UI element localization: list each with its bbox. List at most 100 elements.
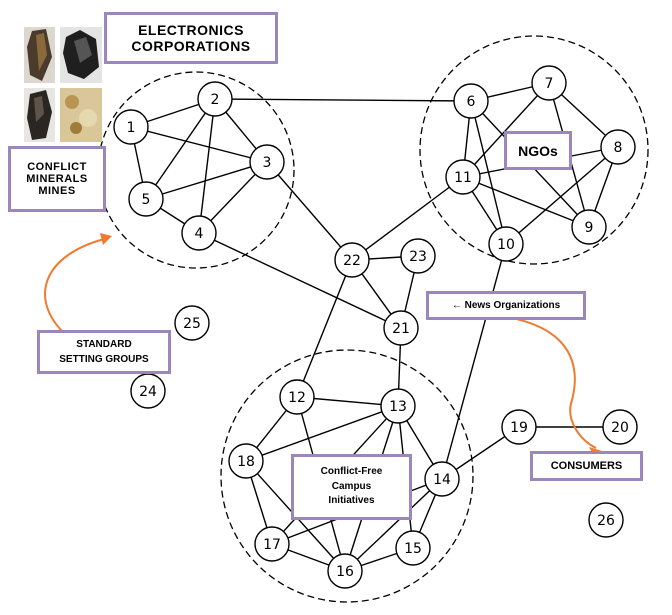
node-label-9: 9 xyxy=(585,220,594,236)
node-circle-12 xyxy=(279,379,315,415)
mineral-photo-2 xyxy=(60,27,102,83)
node-label-8: 8 xyxy=(614,140,623,156)
cluster-campus xyxy=(220,349,474,603)
arrow-head-mines xyxy=(100,233,112,245)
edge-2-4 xyxy=(198,98,216,234)
node-11: 11 xyxy=(445,159,481,195)
node-17: 17 xyxy=(254,526,290,562)
node-3: 3 xyxy=(249,144,285,180)
node-6: 6 xyxy=(453,83,489,119)
node-circle-19 xyxy=(501,409,537,445)
node-15: 15 xyxy=(395,530,431,566)
node-circle-22 xyxy=(334,242,370,278)
edge-2-5 xyxy=(145,98,216,200)
cluster-ngos xyxy=(419,35,649,265)
edge-2-6 xyxy=(214,98,472,102)
node-label-20: 20 xyxy=(611,420,629,436)
node-25: 25 xyxy=(174,305,210,341)
node-19: 19 xyxy=(501,409,537,445)
node-9: 9 xyxy=(571,209,607,245)
node-label-16: 16 xyxy=(336,564,354,580)
node-label-11: 11 xyxy=(454,170,472,186)
node-12: 12 xyxy=(279,379,315,415)
label-news-organizations: ← News Organizations xyxy=(426,291,586,320)
node-circle-18 xyxy=(228,443,264,479)
node-label-4: 4 xyxy=(195,226,204,242)
cluster-electronics xyxy=(97,71,295,269)
node-label-14: 14 xyxy=(433,472,451,488)
node-23: 23 xyxy=(400,238,436,274)
node-circle-24 xyxy=(130,373,166,409)
node-circle-10 xyxy=(488,226,524,262)
node-label-12: 12 xyxy=(288,390,306,406)
node-circle-15 xyxy=(395,530,431,566)
label-electronics-corporations: ELECTRONICS CORPORATIONS xyxy=(104,12,278,64)
node-circle-21 xyxy=(383,310,419,346)
node-label-18: 18 xyxy=(237,454,255,470)
node-label-10: 10 xyxy=(497,237,515,253)
node-circle-20 xyxy=(602,409,638,445)
node-label-21: 21 xyxy=(392,321,410,337)
node-label-5: 5 xyxy=(142,192,151,208)
node-label-23: 23 xyxy=(409,249,427,265)
node-7: 7 xyxy=(531,65,567,101)
node-14: 14 xyxy=(424,461,460,497)
node-circle-14 xyxy=(424,461,460,497)
edge-11-22 xyxy=(351,176,464,261)
arrow-standard-to-mines xyxy=(44,237,109,334)
mineral-photo-4 xyxy=(60,88,102,142)
label-consumers: CONSUMERS xyxy=(530,451,643,481)
edge-3-5 xyxy=(145,161,268,200)
node-5: 5 xyxy=(128,181,164,217)
node-20: 20 xyxy=(602,409,638,445)
edge-3-22 xyxy=(266,161,353,261)
label-standard-setting-groups: STANDARD SETTING GROUPS xyxy=(37,330,171,374)
edge-22-12 xyxy=(296,259,353,398)
edge-8-10 xyxy=(505,146,619,245)
mineral-photo-1 xyxy=(24,27,55,83)
node-label-13: 13 xyxy=(389,399,407,415)
node-label-26: 26 xyxy=(597,513,615,529)
node-label-15: 15 xyxy=(404,541,422,557)
edge-7-11 xyxy=(462,82,550,178)
node-4: 4 xyxy=(181,215,217,251)
edge-1-3 xyxy=(130,126,268,163)
label-conflict-minerals-mines: CONFLICT MINERALS MINES xyxy=(8,146,106,212)
node-circle-5 xyxy=(128,181,164,217)
node-circle-26 xyxy=(588,502,624,538)
node-circle-11 xyxy=(445,159,481,195)
label-conflict-free-campus-initiatives: Conflict-Free Campus Initiatives xyxy=(291,454,412,520)
node-circle-1 xyxy=(113,109,149,145)
node-label-1: 1 xyxy=(127,120,136,136)
node-13: 13 xyxy=(380,388,416,424)
node-label-22: 22 xyxy=(343,253,361,269)
node-10: 10 xyxy=(488,226,524,262)
label-ngos: NGOs xyxy=(504,131,572,170)
node-2: 2 xyxy=(197,81,233,117)
node-circle-6 xyxy=(453,83,489,119)
mineral-photo-3 xyxy=(24,88,55,142)
node-circle-3 xyxy=(249,144,285,180)
node-circle-16 xyxy=(327,553,363,589)
node-circle-23 xyxy=(400,238,436,274)
edge-4-21 xyxy=(198,232,402,329)
node-24: 24 xyxy=(130,373,166,409)
node-circle-13 xyxy=(380,388,416,424)
node-circle-9 xyxy=(571,209,607,245)
edge-9-11 xyxy=(462,176,590,228)
node-circle-4 xyxy=(181,215,217,251)
node-label-2: 2 xyxy=(211,92,220,108)
node-label-24: 24 xyxy=(139,384,157,400)
node-22: 22 xyxy=(334,242,370,278)
node-label-17: 17 xyxy=(263,537,281,553)
edge-10-14 xyxy=(441,243,507,480)
node-label-19: 19 xyxy=(510,420,528,436)
edge-13-18 xyxy=(245,405,399,462)
node-8: 8 xyxy=(600,129,636,165)
node-26: 26 xyxy=(588,502,624,538)
node-label-7: 7 xyxy=(545,76,554,92)
node-16: 16 xyxy=(327,553,363,589)
node-label-3: 3 xyxy=(263,155,272,171)
node-circle-7 xyxy=(531,65,567,101)
